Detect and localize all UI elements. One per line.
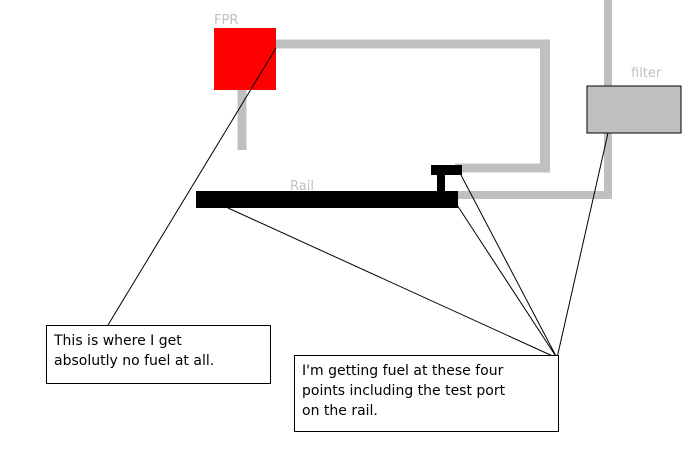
leader-filter xyxy=(556,132,609,359)
leader-test-port xyxy=(460,174,558,359)
leader-no-fuel xyxy=(107,47,277,326)
rail-label: Rail xyxy=(290,179,314,194)
leader-rail-left xyxy=(227,207,558,359)
fpr-regulator xyxy=(214,28,276,90)
callout-fuel-line-1: I'm getting fuel at these four xyxy=(302,363,504,379)
fuel-filter xyxy=(586,85,682,134)
callout-no-fuel-line-1: This is where I get xyxy=(54,333,182,349)
fuel-rail xyxy=(196,191,458,208)
fuel-lines xyxy=(237,0,612,199)
test-port-stem xyxy=(437,170,445,192)
leader-lines xyxy=(107,47,609,359)
callout-fuel-points: I'm getting fuel at these four points in… xyxy=(294,355,559,432)
fpr-label: FPR xyxy=(214,13,238,28)
test-port-cap xyxy=(431,165,462,175)
callout-fuel-line-2: points including the test port xyxy=(302,383,506,399)
filter-label: filter xyxy=(631,66,662,81)
callout-no-fuel: This is where I get absolutly no fuel at… xyxy=(46,325,271,384)
callout-fuel-line-3: on the rail. xyxy=(302,403,378,419)
leader-rail-right xyxy=(456,204,558,359)
callout-no-fuel-line-2: absolutly no fuel at all. xyxy=(54,353,215,369)
